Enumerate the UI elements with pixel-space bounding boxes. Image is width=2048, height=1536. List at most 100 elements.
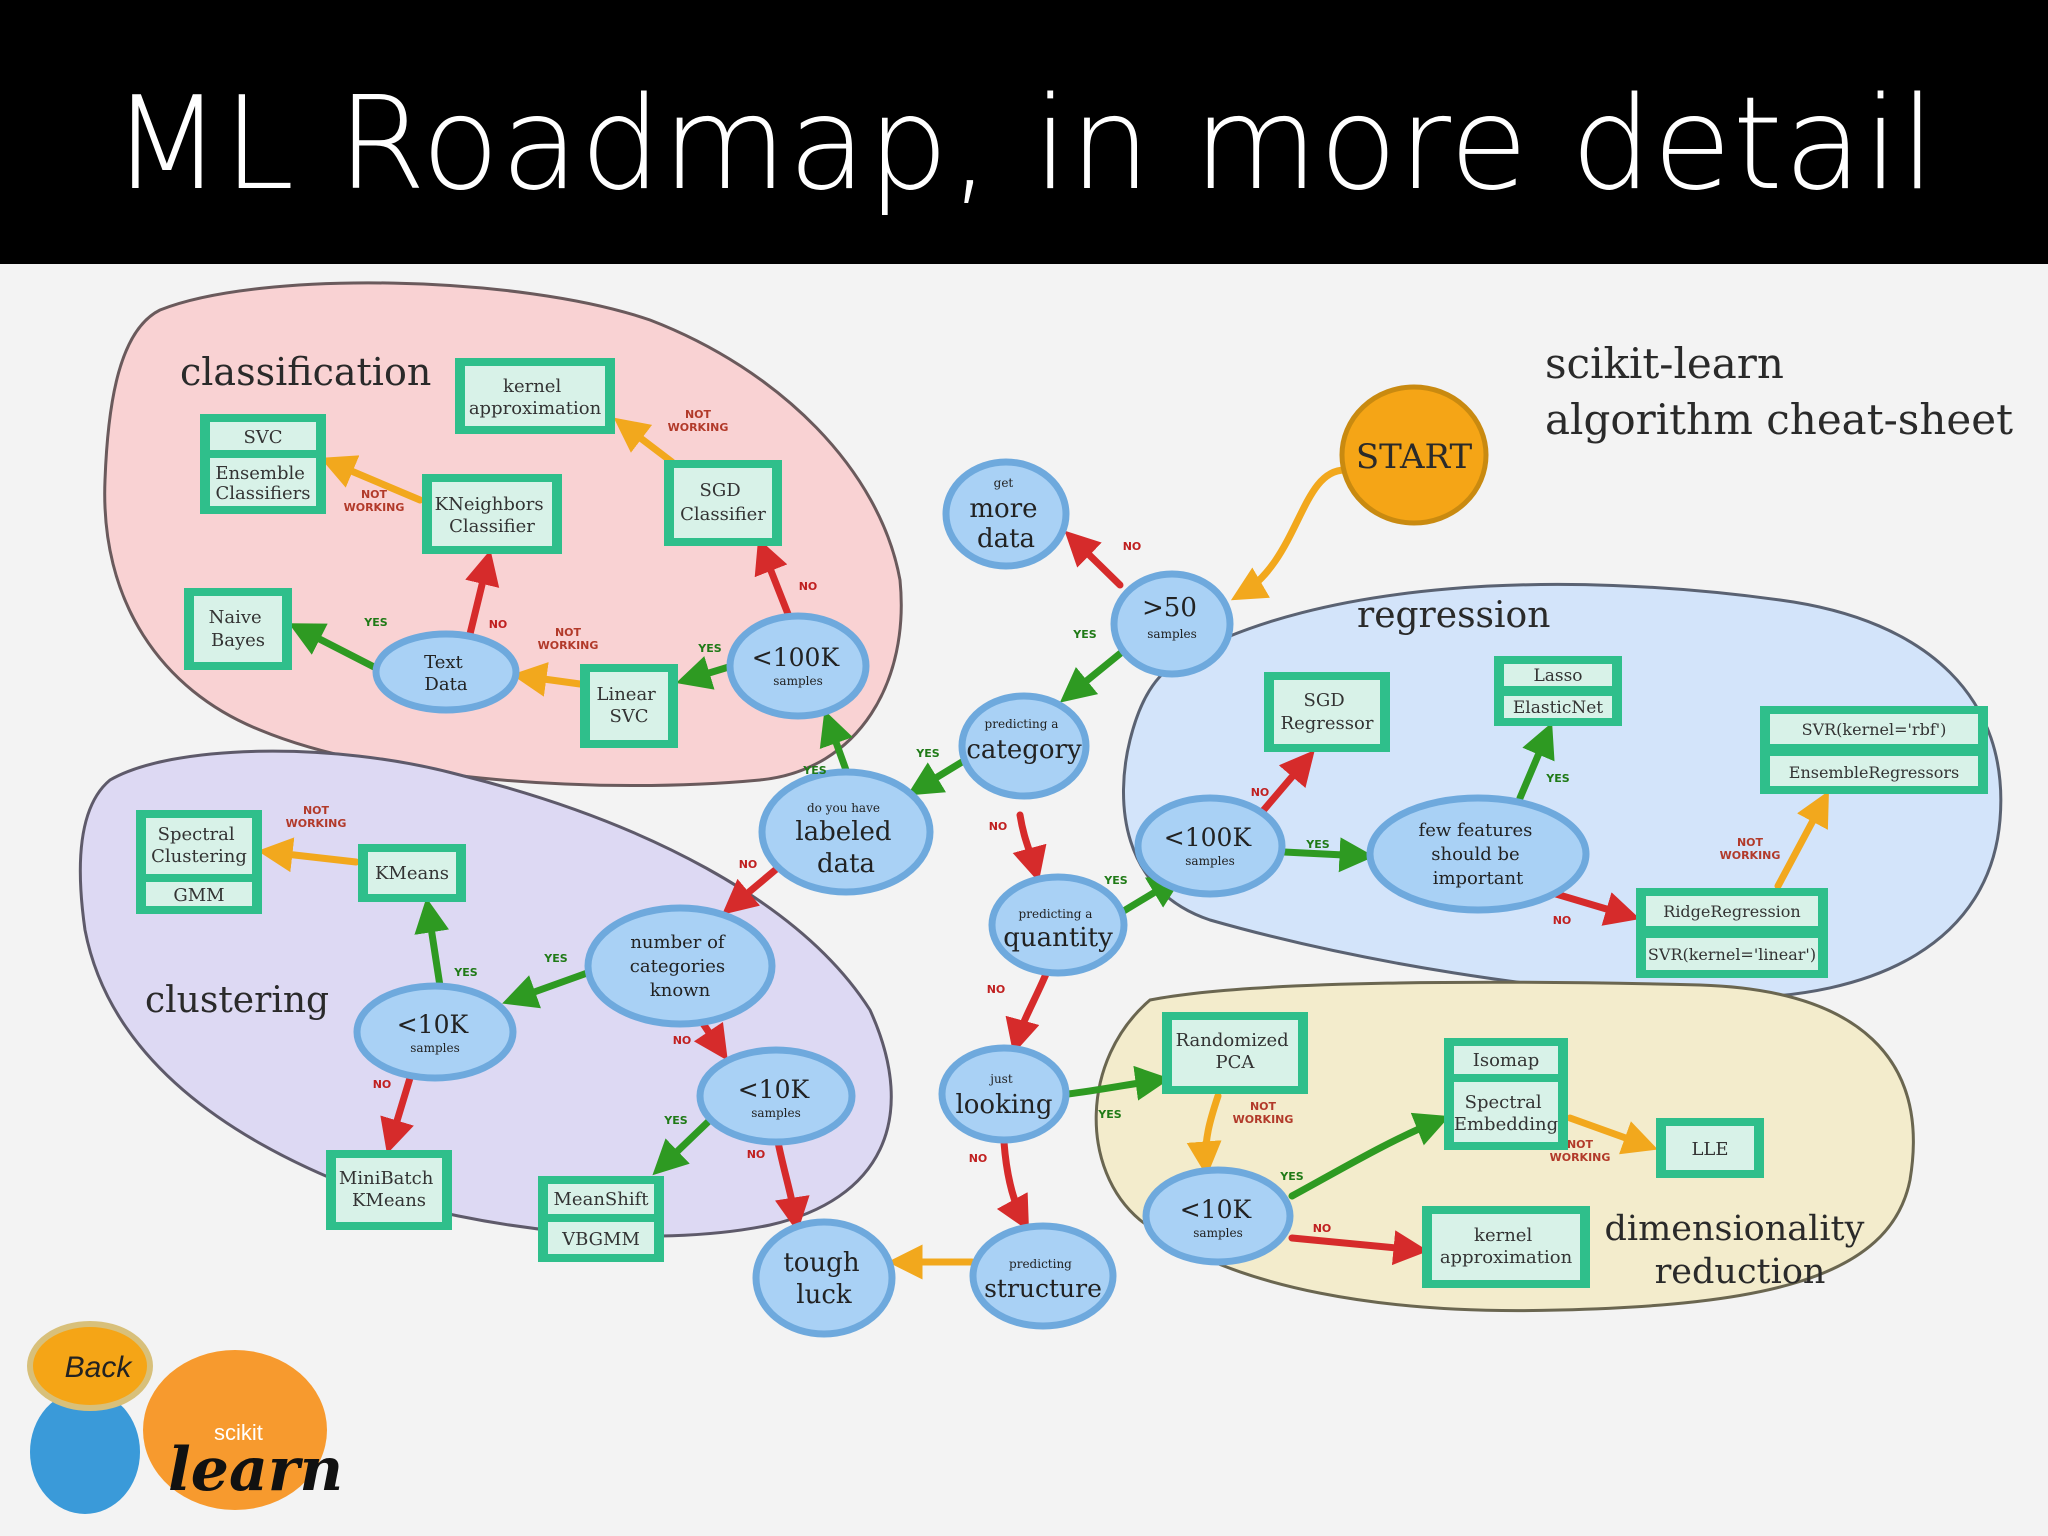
estimator-naive-bayes[interactable]: Naive Bayes — [184, 588, 292, 670]
decision-get-more-data[interactable]: get more data — [942, 458, 1070, 570]
edge-label-no: NO — [1251, 786, 1270, 799]
estimator-kernel-approximation-clf[interactable]: kernel approximation — [455, 358, 615, 434]
decision-tough-luck[interactable]: tough luck — [752, 1218, 896, 1338]
decision-predicting-quantity[interactable]: predicting a quantity — [988, 873, 1128, 977]
d10k-label: <10K samples — [1180, 1195, 1257, 1240]
decision-over-50-samples[interactable]: >50 samples — [1110, 570, 1234, 678]
isomap-label: Isomap — [1473, 1050, 1540, 1071]
decision-few-features[interactable]: few features should be important — [1366, 794, 1590, 914]
decision-predicting-structure[interactable]: predicting structure — [969, 1222, 1117, 1330]
back-button[interactable]: Back — [27, 1321, 153, 1411]
estimator-isomap-spectral-group[interactable]: Isomap Spectral Embedding — [1444, 1038, 1568, 1150]
estimator-sgd-classifier[interactable]: SGD Classifier — [664, 460, 782, 546]
edge-sgd-to-kernelapprox — [613, 417, 676, 466]
spectral-clustering-label: Spectral Clustering — [151, 824, 247, 867]
edge-r100k-to-fewfeat — [1280, 837, 1375, 873]
start-node[interactable]: START — [1339, 384, 1489, 526]
estimator-ridge-svr-linear-group[interactable]: RidgeRegression SVR(kernel='linear') — [1636, 888, 1828, 978]
sgd-classifier-label: SGD Classifier — [680, 480, 766, 525]
edge-label-no: NO — [1123, 540, 1142, 553]
estimator-linear-svc[interactable]: Linear SVC — [580, 664, 678, 748]
lasso-label: Lasso — [1533, 666, 1582, 686]
estimator-sgd-regressor[interactable]: SGD Regressor — [1264, 672, 1390, 752]
cheat-sheet-diagram: classification clustering regression dim… — [27, 281, 2013, 1514]
c100k-label: <100K samples — [752, 643, 844, 688]
dimensionality-title: dimensionality reduction — [1604, 1209, 1875, 1292]
r100k-label: <100K samples — [1164, 823, 1256, 868]
naive-bayes-label: Naive Bayes — [209, 607, 268, 651]
edge-50-to-category — [1059, 648, 1126, 703]
spectral-embedding-label: Spectral Embedding — [1454, 1092, 1558, 1135]
lle-label: LLE — [1691, 1139, 1728, 1160]
logo-learn-text: learn — [168, 1435, 343, 1505]
decision-just-looking[interactable]: just looking — [938, 1044, 1070, 1144]
estimator-randomized-pca[interactable]: Randomized PCA — [1162, 1012, 1308, 1094]
edge-numcat-to-cl10kb — [693, 1018, 728, 1061]
estimator-minibatch-kmeans[interactable]: MiniBatch KMeans — [326, 1150, 452, 1230]
structure-label: predicting structure — [984, 1253, 1102, 1303]
estimator-svr-rbf-ensemble-group[interactable]: SVR(kernel='rbf') EnsembleRegressors — [1760, 706, 1988, 794]
estimator-kmeans[interactable]: KMeans — [358, 844, 466, 902]
edge-c100k-to-linearsvc — [675, 656, 736, 690]
get-more-data-label: get more data — [969, 472, 1042, 554]
edge-label-yes: YES — [802, 764, 826, 777]
quantity-label: predicting a quantity — [1003, 903, 1113, 953]
kernel-approx-dim-label: kernel approximation — [1440, 1225, 1573, 1268]
gmm-label: GMM — [173, 885, 224, 906]
edge-label-yes: YES — [453, 966, 477, 979]
edge-label-no: NO — [747, 1148, 766, 1161]
estimator-kneighbors-classifier[interactable]: KNeighbors Classifier — [422, 474, 562, 554]
few-features-label: few features should be important — [1419, 820, 1538, 889]
title-banner: ML Roadmap, in more detail — [0, 0, 2048, 264]
meanshift-label: MeanShift — [554, 1189, 650, 1210]
edge-50-to-moredata — [1064, 530, 1124, 589]
minibatch-kmeans-label: MiniBatch KMeans — [339, 1168, 439, 1211]
tough-luck-label: tough luck — [783, 1248, 864, 1310]
estimator-svc-ensemble-group[interactable]: SVC Ensemble Classifiers — [200, 414, 326, 514]
estimator-lasso-elasticnet-group[interactable]: Lasso ElasticNet — [1494, 656, 1622, 726]
estimator-spectral-gmm-group[interactable]: Spectral Clustering GMM — [136, 810, 262, 914]
edge-numcat-to-cl10ka — [502, 968, 594, 1009]
ensemble-classifiers-label: Ensemble Classifiers — [215, 463, 310, 504]
cl10k-a-label: <10K samples — [397, 1010, 474, 1055]
edge-label-no: NO — [1313, 1222, 1332, 1235]
over-50-label: >50 samples — [1142, 593, 1202, 641]
logo-orange-blob — [143, 1350, 327, 1510]
edge-d10k-to-kernelapprox — [1288, 1230, 1429, 1266]
edge-pca-to-d10k — [1186, 1092, 1222, 1177]
decision-clustering-10k-b[interactable]: <10K samples — [696, 1046, 856, 1146]
edge-label-no: NO — [489, 618, 508, 631]
edge-fewfeat-to-ridge — [1552, 890, 1641, 926]
estimator-lle[interactable]: LLE — [1656, 1118, 1764, 1178]
edge-label-no: NO — [739, 858, 758, 871]
edge-label-no: NO — [373, 1078, 392, 1091]
decision-classification-100k[interactable]: <100K samples — [726, 612, 870, 720]
edge-textdata-to-naivebayes — [288, 623, 380, 672]
back-button-label: Back — [65, 1351, 134, 1384]
estimator-kernel-approximation-dim[interactable]: kernel approximation — [1422, 1206, 1590, 1288]
ridge-label: RidgeRegression — [1663, 902, 1800, 921]
edge-category-to-quantity — [1012, 811, 1047, 883]
cheat-sheet-heading: scikit-learn algorithm cheat-sheet — [1545, 339, 2013, 444]
decision-labeled-data[interactable]: do you have labeled data — [758, 768, 934, 896]
edge-looking-to-structure — [996, 1138, 1030, 1232]
edge-label-no: NO — [989, 820, 1008, 833]
decision-dimensionality-10k[interactable]: <10K samples — [1142, 1166, 1294, 1266]
cl10k-b-label: <10K samples — [738, 1075, 815, 1120]
randomized-pca-label: Randomized PCA — [1176, 1030, 1295, 1073]
edge-labeled-to-numcat — [721, 862, 784, 915]
estimator-meanshift-vbgmm-group[interactable]: MeanShift VBGMM — [538, 1176, 664, 1262]
decision-text-data[interactable]: Text Data — [372, 630, 520, 714]
decision-number-of-categories[interactable]: number of categories known — [584, 904, 776, 1028]
edges-layer — [257, 417, 1829, 1280]
decision-predicting-category[interactable]: predicting a category — [958, 692, 1090, 800]
decision-clustering-10k-a[interactable]: <10K samples — [353, 982, 517, 1082]
edge-label-no: NO — [1553, 914, 1572, 927]
edge-d10k-to-isomap — [1288, 1112, 1450, 1200]
svr-linear-label: SVR(kernel='linear') — [1648, 945, 1816, 964]
decision-regression-100k[interactable]: <100K samples — [1134, 794, 1286, 898]
